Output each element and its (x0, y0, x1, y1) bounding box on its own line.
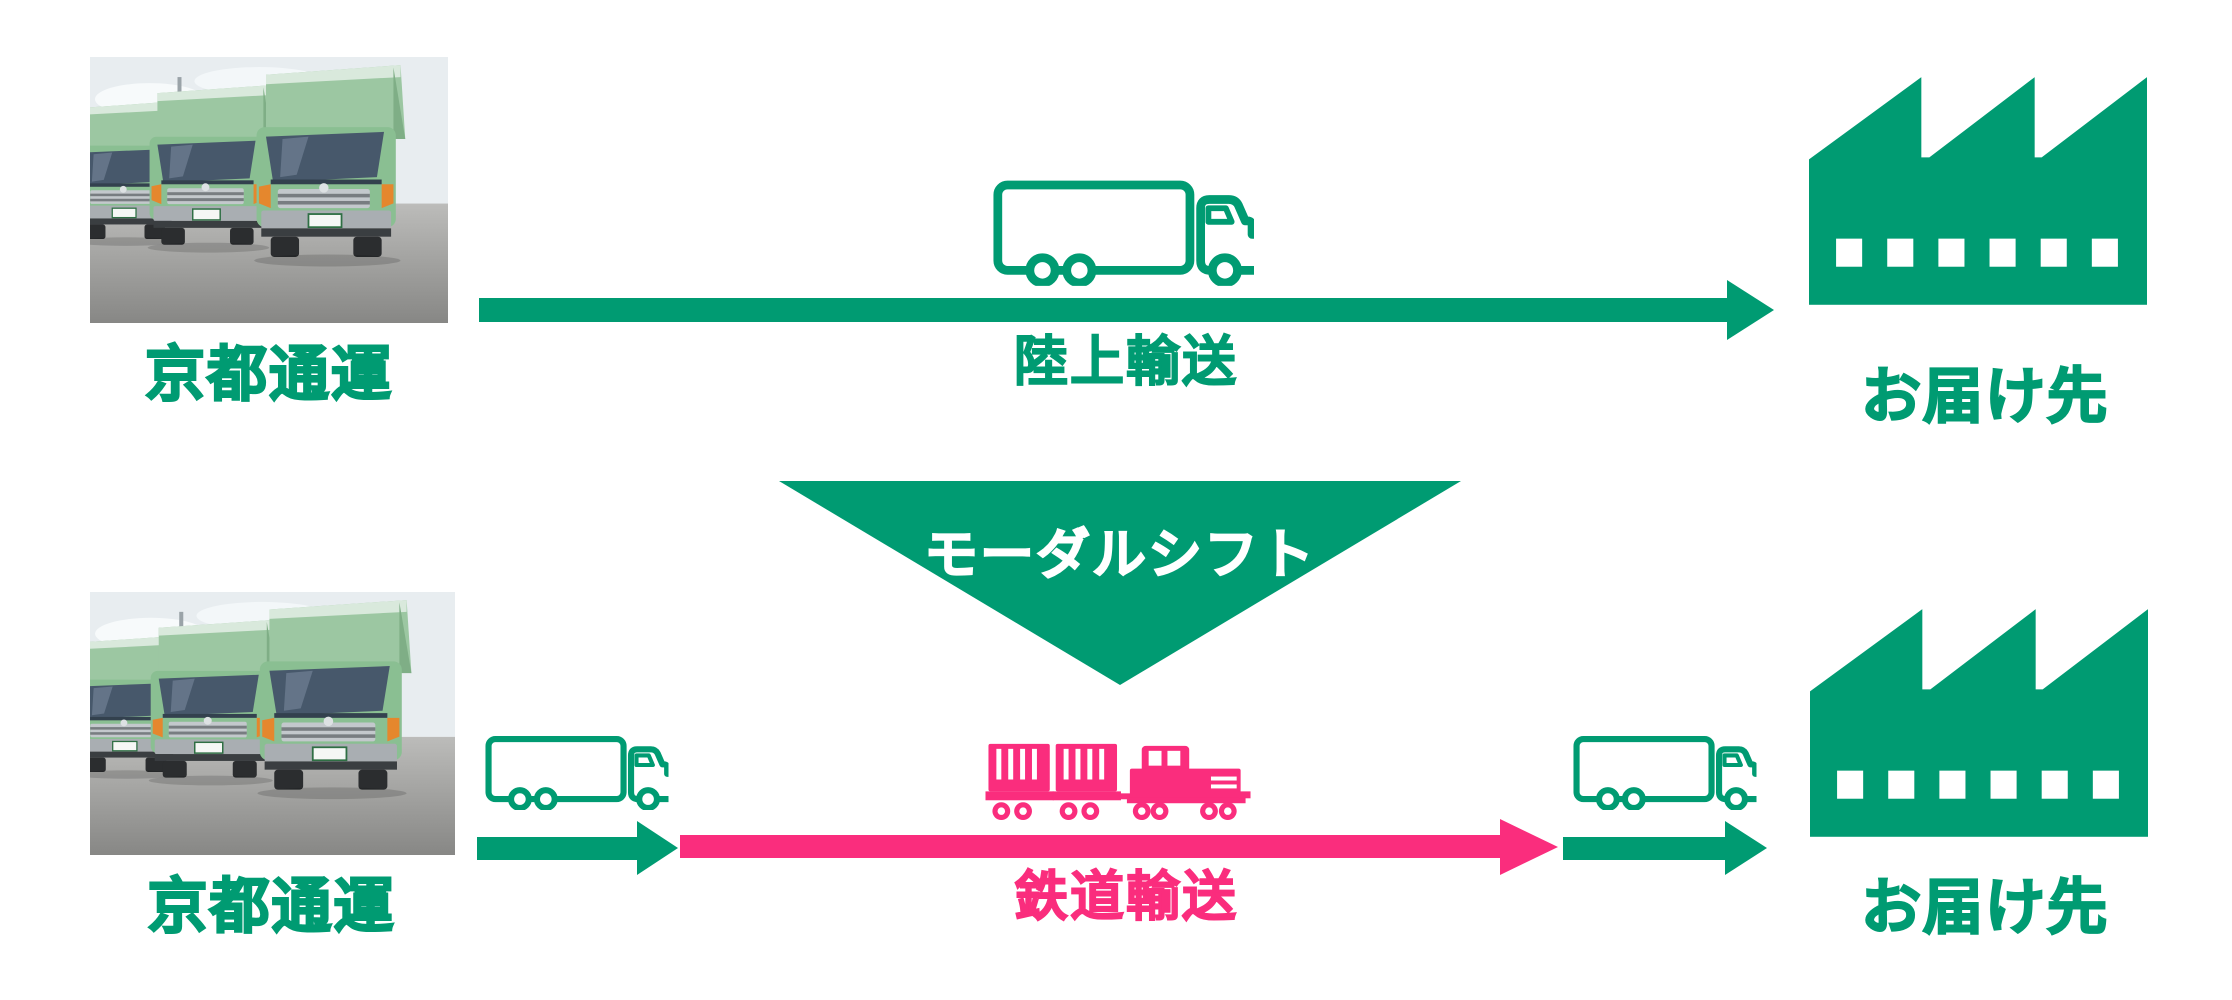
origin-label-top: 京都通運 (144, 341, 393, 408)
rail-route-arrow (680, 819, 1558, 875)
factory-icon (1810, 609, 2148, 837)
truck-icon (992, 179, 1254, 286)
freight-train-icon (985, 736, 1253, 825)
destination-label-top: お届け先 (1860, 363, 2109, 430)
origin-label-bottom: 京都通運 (146, 873, 396, 940)
modal-shift-label: モーダルシフト (923, 525, 1316, 585)
destination-label-bottom: お届け先 (1860, 874, 2109, 941)
first-leg-arrow (477, 821, 678, 875)
down-triangle (779, 481, 1461, 685)
green-truck-fleet-photo (90, 592, 455, 855)
road-route-arrow (479, 280, 1774, 340)
truck-icon (484, 735, 669, 810)
factory-icon (1809, 77, 2147, 305)
route-label-road: 陸上輸送 (1013, 332, 1238, 392)
green-truck-fleet-photo (90, 57, 448, 323)
truck-icon (1572, 735, 1757, 810)
route-label-rail: 鉄道輸送 (1013, 867, 1238, 927)
last-leg-arrow (1563, 821, 1767, 875)
